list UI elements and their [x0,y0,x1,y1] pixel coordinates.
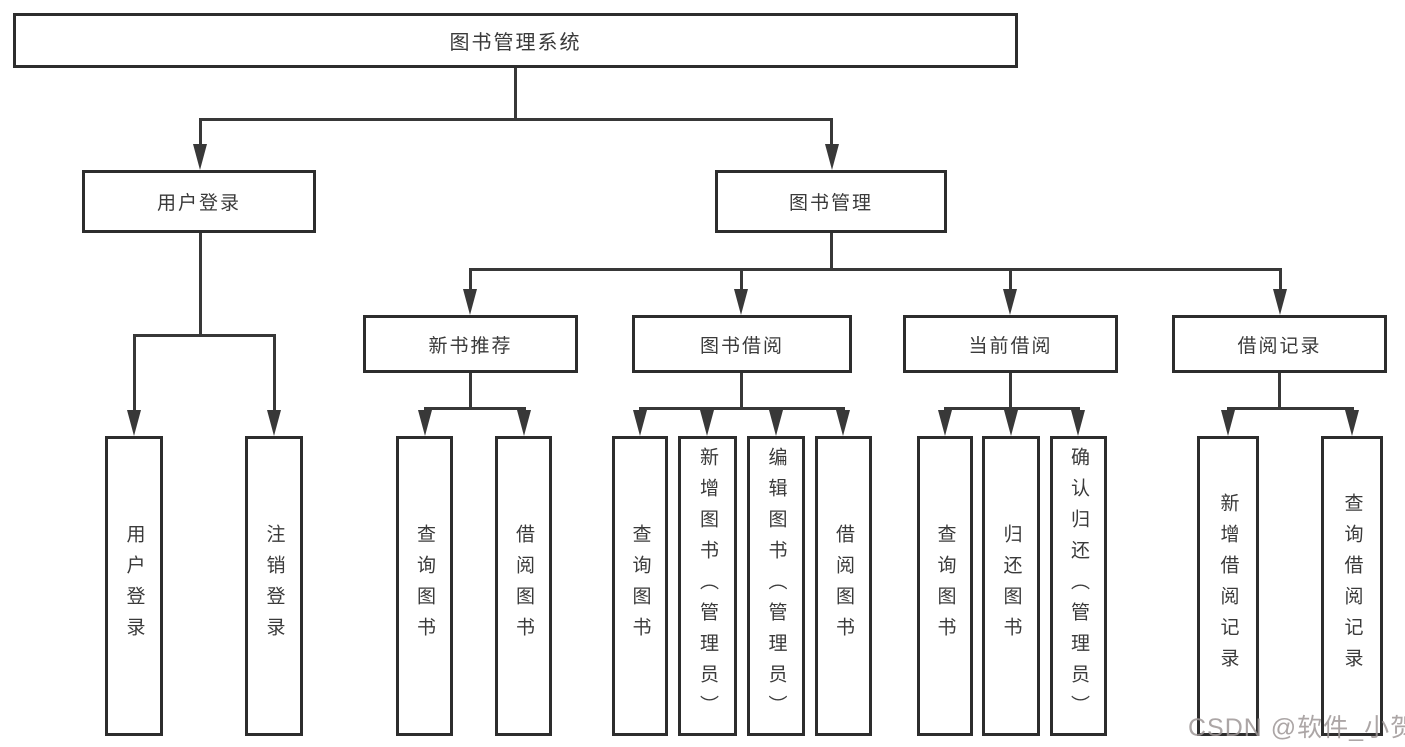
connector-hline [944,407,1080,410]
node-new-book-recommend: 新书推荐 [363,315,578,373]
csdn-watermark: CSDN @软件_小贺同学 [1188,714,1405,742]
node-borrow-records: 借阅记录 [1172,315,1387,373]
connector-vline [1278,373,1281,410]
leaf-borrow-books-borrow: 借阅图书 [815,436,872,736]
leaf-add-books-admin: 新增图书（管理员） [678,436,737,736]
arrow-down-icon [769,410,783,436]
connector-vline [199,118,202,145]
connector-hline [1227,407,1354,410]
connector-vline [1279,268,1282,291]
connector-vline [199,233,202,334]
connector-vline [469,373,472,410]
node-root-library-system: 图书管理系统 [13,13,1018,68]
connector-vline [469,268,472,291]
connector-vline [830,118,833,145]
arrow-down-icon [1273,289,1287,315]
connector-hline [424,407,526,410]
arrow-down-icon [700,410,714,436]
node-user-login: 用户登录 [82,170,316,233]
arrow-down-icon [127,410,141,436]
arrow-down-icon [825,144,839,170]
arrow-down-icon [1345,410,1359,436]
leaf-query-books-borrow: 查询图书 [612,436,668,736]
leaf-confirm-return-admin: 确认归还（管理员） [1050,436,1107,736]
node-current-borrow: 当前借阅 [903,315,1118,373]
connector-vline [1009,268,1012,291]
leaf-return-books: 归还图书 [982,436,1040,736]
arrow-down-icon [1004,410,1018,436]
arrow-down-icon [1221,410,1235,436]
leaf-borrow-books-recommend: 借阅图书 [495,436,552,736]
connector-vline [273,334,276,412]
leaf-logout: 注销登录 [245,436,303,736]
connector-hline [639,407,845,410]
connector-vline [133,334,136,412]
arrow-down-icon [463,289,477,315]
arrow-down-icon [734,289,748,315]
arrow-down-icon [517,410,531,436]
leaf-user-login: 用户登录 [105,436,163,736]
leaf-query-books-current: 查询图书 [917,436,973,736]
node-book-borrow: 图书借阅 [632,315,852,373]
arrow-down-icon [418,410,432,436]
connector-vline [830,233,833,271]
leaf-add-borrow-record: 新增借阅记录 [1197,436,1259,736]
connector-vline [740,373,743,410]
connector-hline [133,334,276,337]
arrow-down-icon [267,410,281,436]
node-book-management: 图书管理 [715,170,947,233]
arrow-down-icon [1071,410,1085,436]
connector-vline [740,268,743,291]
arrow-down-icon [1003,289,1017,315]
connector-hline [199,118,833,121]
arrow-down-icon [633,410,647,436]
arrow-down-icon [836,410,850,436]
connector-vline [514,68,517,118]
arrow-down-icon [938,410,952,436]
connector-hline [469,268,1282,271]
connector-vline [1009,373,1012,410]
leaf-query-books-recommend: 查询图书 [396,436,453,736]
leaf-edit-books-admin: 编辑图书（管理员） [747,436,805,736]
leaf-query-borrow-record: 查询借阅记录 [1321,436,1383,736]
arrow-down-icon [193,144,207,170]
